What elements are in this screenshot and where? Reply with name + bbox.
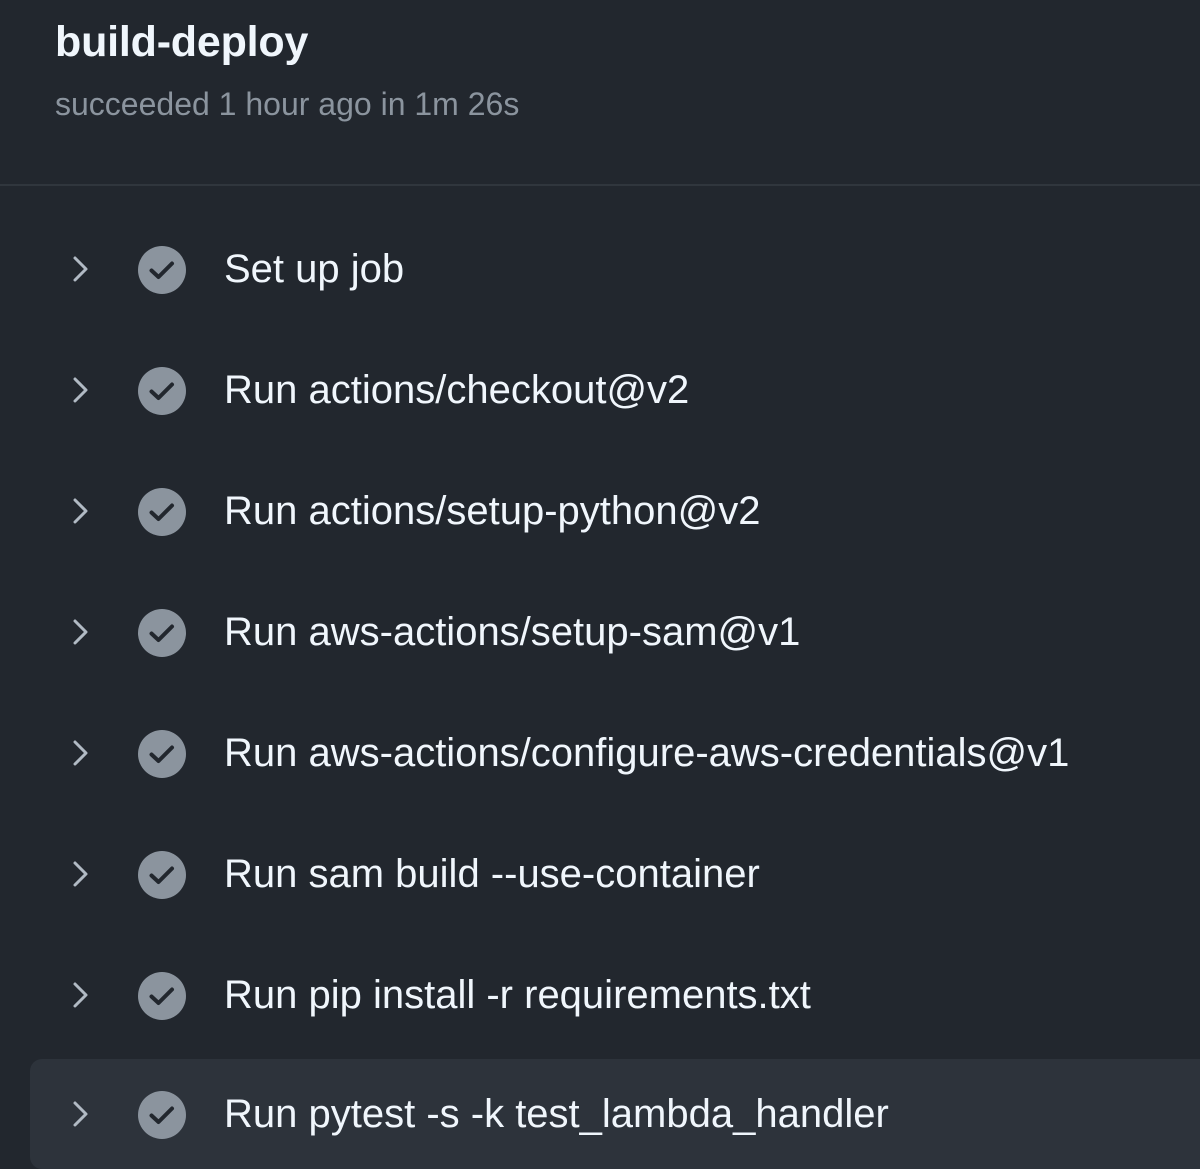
job-title: build-deploy <box>55 18 309 66</box>
step-label: Run aws-actions/setup-sam@v1 <box>224 610 801 654</box>
step-row[interactable]: Run pip install -r requirements.txt <box>30 940 1200 1050</box>
step-row[interactable]: Run aws-actions/setup-sam@v1 <box>30 577 1200 687</box>
step-label: Run pip install -r requirements.txt <box>224 973 811 1017</box>
chevron-right-icon[interactable] <box>66 857 94 891</box>
check-circle-icon <box>137 366 187 416</box>
step-row[interactable]: Run pytest -s -k test_lambda_handler <box>30 1059 1200 1169</box>
job-status: succeeded 1 hour ago in 1m 26s <box>55 86 520 122</box>
check-circle-icon <box>137 850 187 900</box>
steps-list: Set up job Run actions/checkout@v2 Run a… <box>0 188 1200 1169</box>
step-row[interactable]: Run aws-actions/configure-aws-credential… <box>30 698 1200 808</box>
check-circle-icon <box>137 1090 187 1140</box>
step-label: Run aws-actions/configure-aws-credential… <box>224 731 1070 775</box>
chevron-right-icon[interactable] <box>66 978 94 1012</box>
check-circle-icon <box>137 245 187 295</box>
step-label: Run actions/checkout@v2 <box>224 368 690 412</box>
step-label: Run actions/setup-python@v2 <box>224 489 761 533</box>
check-circle-icon <box>137 729 187 779</box>
step-row[interactable]: Run sam build --use-container <box>30 819 1200 929</box>
check-circle-icon <box>137 608 187 658</box>
chevron-right-icon[interactable] <box>66 373 94 407</box>
chevron-right-icon[interactable] <box>66 1097 94 1131</box>
check-circle-icon <box>137 487 187 537</box>
step-row[interactable]: Run actions/checkout@v2 <box>30 335 1200 445</box>
step-row[interactable]: Set up job <box>30 214 1200 324</box>
chevron-right-icon[interactable] <box>66 615 94 649</box>
chevron-right-icon[interactable] <box>66 252 94 286</box>
job-header: build-deploy succeeded 1 hour ago in 1m … <box>0 0 1200 186</box>
chevron-right-icon[interactable] <box>66 736 94 770</box>
chevron-right-icon[interactable] <box>66 494 94 528</box>
step-label: Set up job <box>224 247 405 291</box>
step-row[interactable]: Run actions/setup-python@v2 <box>30 456 1200 566</box>
step-label: Run pytest -s -k test_lambda_handler <box>224 1092 889 1136</box>
check-circle-icon <box>137 971 187 1021</box>
step-label: Run sam build --use-container <box>224 852 760 896</box>
